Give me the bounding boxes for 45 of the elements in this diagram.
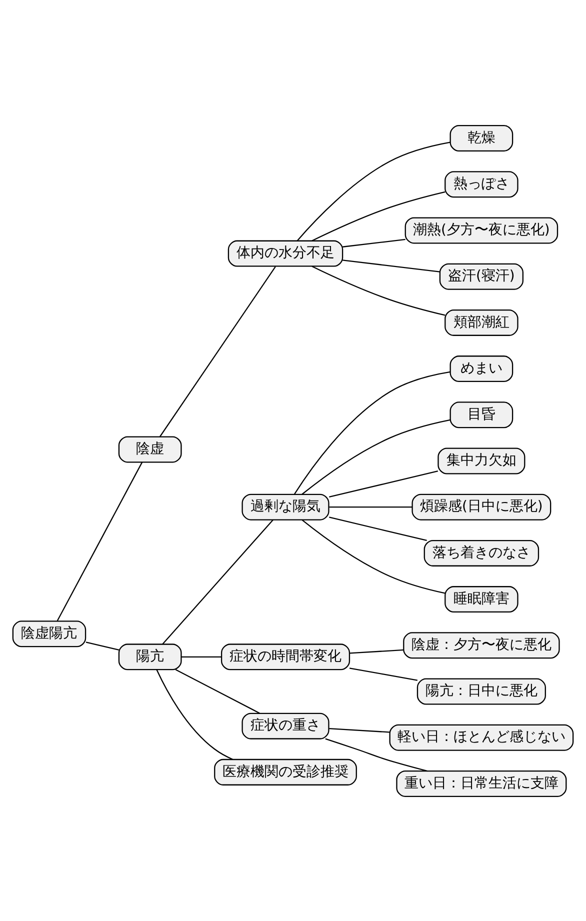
connector bbox=[312, 190, 446, 241]
node-box: めまい bbox=[450, 355, 514, 382]
node-box: 睡眠障害 bbox=[444, 586, 518, 612]
connector bbox=[86, 641, 120, 650]
node-box: 症状の時間帯変化 bbox=[220, 643, 350, 670]
node-box: 頬部潮紅 bbox=[444, 308, 518, 336]
node-box: 落ち着きのなさ bbox=[424, 539, 540, 566]
node-box: 重い日：日常生活に支障 bbox=[396, 770, 567, 796]
connector bbox=[329, 506, 412, 508]
node-box: 軽い日：ほとんど感じない bbox=[389, 724, 574, 750]
connector bbox=[302, 518, 446, 594]
connector bbox=[162, 518, 274, 644]
connector bbox=[296, 141, 450, 241]
node-box: 症状の重さ bbox=[242, 712, 330, 739]
node-box: 陽亢：日中に悪化 bbox=[416, 678, 546, 704]
connector bbox=[329, 470, 438, 498]
connector bbox=[349, 667, 418, 680]
node-box: 陰虚 bbox=[118, 436, 182, 462]
connector bbox=[342, 259, 440, 272]
connector bbox=[56, 461, 143, 621]
node-box: 熱っぽさ bbox=[444, 170, 518, 198]
connector bbox=[175, 668, 260, 714]
connector bbox=[294, 370, 450, 494]
node-box: 盗汗(寝汗) bbox=[439, 262, 524, 290]
node-box: 乾燥 bbox=[450, 124, 514, 152]
node-box: 医療機関の受診推奨 bbox=[214, 758, 357, 785]
node-box: 集中力欠如 bbox=[438, 447, 526, 474]
connector bbox=[181, 656, 222, 657]
connector bbox=[325, 738, 428, 772]
node-box: 過剰な陽気 bbox=[242, 493, 330, 520]
connector bbox=[312, 265, 446, 316]
connector bbox=[342, 238, 406, 247]
node-box: 陰虚陽亢 bbox=[12, 620, 86, 647]
node-box: 潮熱(夕方〜夜に悪化) bbox=[404, 216, 558, 244]
connector bbox=[329, 728, 390, 732]
connector bbox=[302, 418, 450, 494]
connector bbox=[349, 648, 404, 654]
node-box: 体内の水分不足 bbox=[228, 240, 344, 266]
node-box: 陽亢 bbox=[118, 643, 182, 670]
connector bbox=[329, 516, 427, 541]
node-box: 目昏 bbox=[450, 401, 514, 428]
node-box: 陰虚：夕方〜夜に悪化 bbox=[403, 632, 560, 658]
node-box: 煩躁感(日中に悪化) bbox=[412, 493, 552, 520]
connector bbox=[156, 668, 234, 760]
connector bbox=[160, 266, 276, 436]
